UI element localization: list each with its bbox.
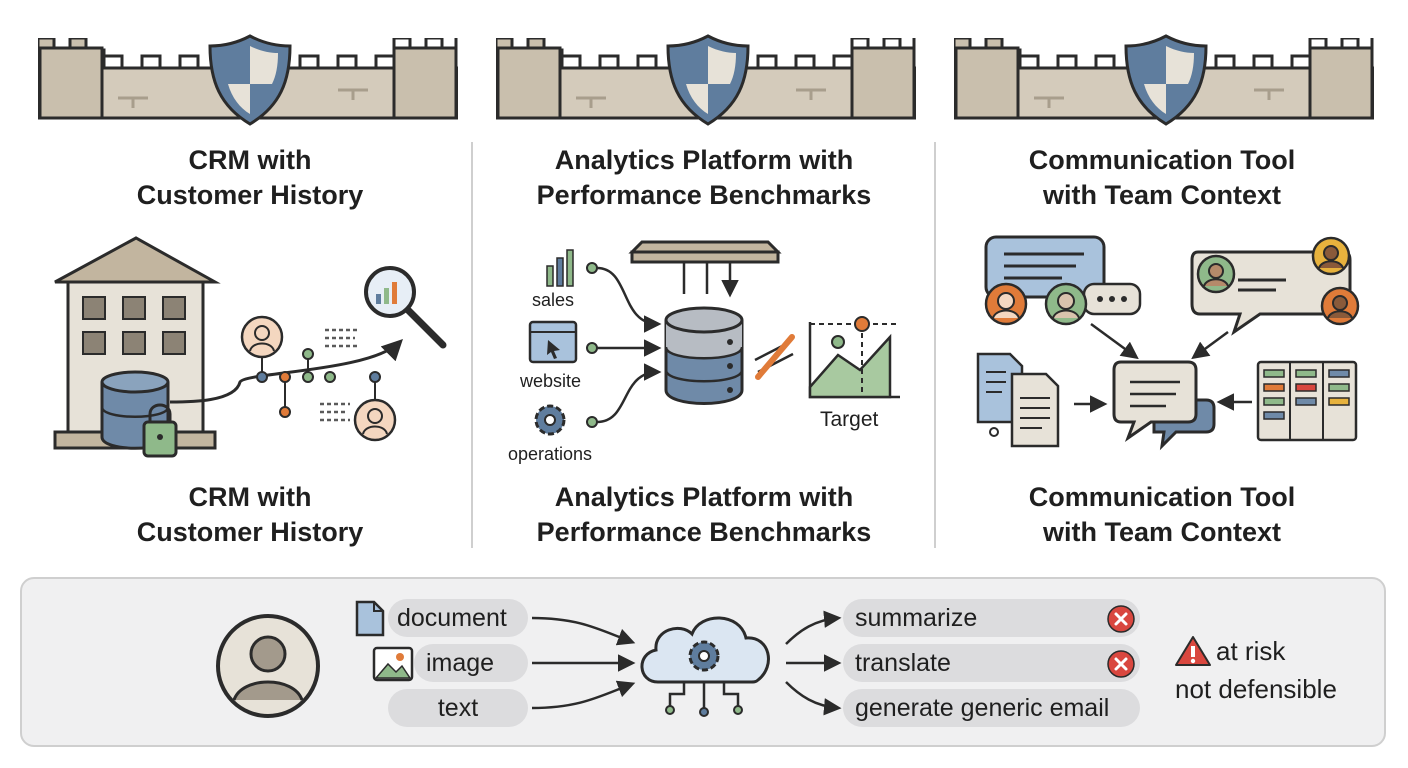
close-circle-icon	[1107, 650, 1135, 678]
output-pill-summarize: summarize	[843, 599, 1140, 637]
document-icon	[976, 352, 1060, 448]
input-pill-image: image	[414, 644, 528, 682]
risk-label-at-risk: at risk	[1216, 636, 1286, 666]
magnifier-chart-icon	[364, 266, 447, 349]
column-divider	[934, 142, 936, 548]
person-icon	[1311, 236, 1351, 276]
cloud-gear-icon	[640, 616, 770, 717]
kanban-board-icon	[1256, 360, 1358, 442]
close-circle-icon	[1107, 605, 1135, 633]
output-pill-generate-email: generate generic email	[843, 689, 1140, 727]
bar-chart-icon	[546, 249, 574, 287]
input-pill-text: text	[388, 689, 528, 727]
gear-icon	[534, 404, 566, 436]
browser-icon	[528, 320, 578, 364]
lock-icon	[142, 403, 178, 458]
shield-icon	[208, 34, 292, 126]
team-context-illustration	[976, 235, 1360, 451]
person-icon	[984, 282, 1028, 326]
chat-bubble-icon	[984, 235, 1142, 316]
crm-illustration	[53, 236, 447, 458]
user-avatar-icon	[216, 614, 320, 718]
shield-icon	[1124, 34, 1208, 126]
chat-bubble-icon	[1112, 360, 1216, 451]
person-icon	[353, 398, 397, 442]
image-icon	[372, 646, 414, 682]
column-divider	[471, 142, 473, 548]
flow-arrows	[531, 610, 842, 716]
source-label-sales: sales	[532, 290, 575, 310]
person-icon	[1044, 282, 1088, 326]
database-icon	[664, 306, 744, 405]
shield-icon	[666, 34, 750, 126]
risk-label-not-defensible: not defensible	[1175, 674, 1337, 704]
person-icon	[240, 315, 284, 359]
person-icon	[1320, 286, 1360, 326]
output-pill-translate: translate	[843, 644, 1140, 682]
target-label: Target	[820, 408, 879, 431]
warning-icon	[1175, 636, 1211, 666]
person-icon	[1196, 254, 1236, 294]
analytics-illustration	[528, 240, 900, 436]
source-label-operations: operations	[508, 444, 593, 464]
input-pill-document: document	[388, 599, 528, 637]
building-icon	[53, 236, 221, 450]
target-chart-icon	[808, 316, 900, 399]
source-label-website: website	[520, 371, 582, 391]
document-icon	[355, 600, 385, 637]
